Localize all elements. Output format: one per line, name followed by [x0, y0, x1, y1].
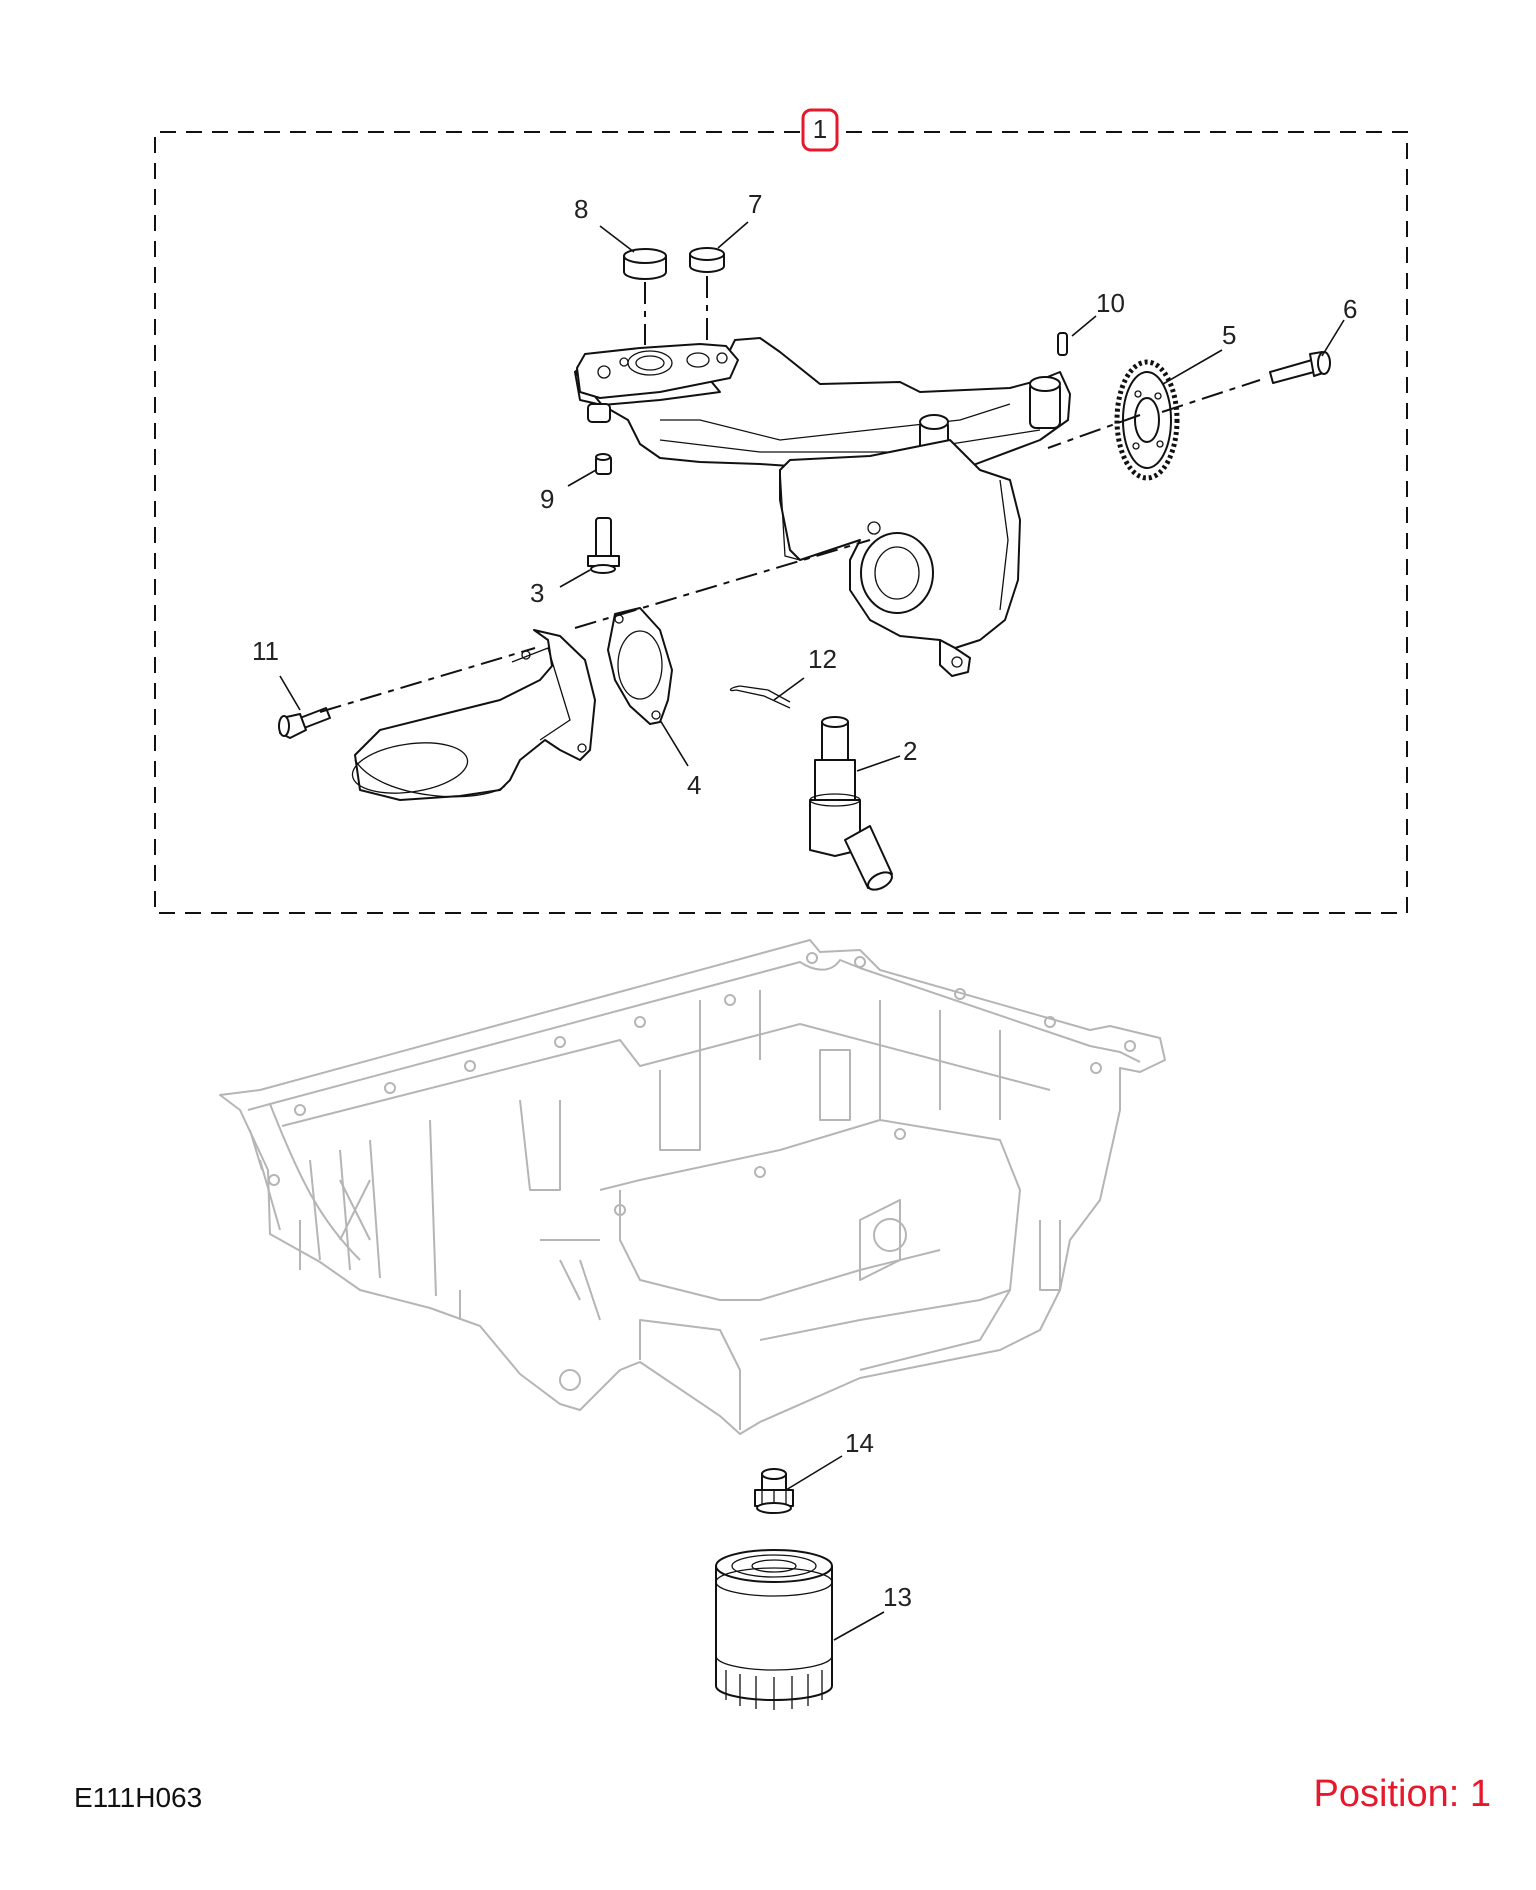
svg-text:11: 11 — [252, 636, 279, 666]
callout-11[interactable]: 11 — [252, 636, 301, 711]
oil-pan-bolt-holes — [268, 952, 1136, 1216]
part-10-dowel-pin[interactable] — [1057, 332, 1068, 356]
part-8-cup-seal[interactable] — [623, 248, 667, 345]
part-9-bush[interactable] — [595, 453, 612, 475]
position-label: Position: 1 — [1313, 1773, 1491, 1815]
callout-14[interactable]: 14 — [785, 1428, 874, 1491]
svg-text:5: 5 — [1222, 320, 1236, 350]
callout-9[interactable]: 9 — [540, 469, 597, 514]
part-3-bolt[interactable] — [587, 517, 620, 574]
part-14-drain-plug[interactable] — [754, 1468, 794, 1514]
part-11-bolt[interactable] — [278, 707, 331, 739]
part-2-valve[interactable] — [809, 716, 895, 893]
svg-text:10: 10 — [1096, 288, 1125, 318]
part-12-clip[interactable] — [729, 685, 791, 709]
callout-10[interactable]: 10 — [1071, 288, 1125, 337]
callout-7[interactable]: 7 — [717, 189, 762, 249]
part-5-sprocket[interactable] — [1047, 359, 1261, 481]
callout-6[interactable]: 6 — [1321, 294, 1357, 357]
part-4-gasket[interactable] — [607, 607, 673, 725]
svg-text:6: 6 — [1343, 294, 1357, 324]
callout-4[interactable]: 4 — [659, 719, 701, 800]
svg-text:3: 3 — [530, 578, 544, 608]
oil-pump-housing — [574, 337, 1071, 677]
svg-text:1: 1 — [813, 114, 827, 144]
assembly-axis-lines — [319, 539, 871, 713]
callout-3[interactable]: 3 — [530, 569, 591, 608]
assembly-boundary — [154, 131, 1408, 914]
svg-text:14: 14 — [845, 1428, 874, 1458]
callout-13[interactable]: 13 — [833, 1582, 912, 1641]
callout-12[interactable]: 12 — [773, 644, 837, 701]
svg-text:13: 13 — [883, 1582, 912, 1612]
svg-text:7: 7 — [748, 189, 762, 219]
oil-pan — [219, 939, 1166, 1435]
callout-5[interactable]: 5 — [1162, 320, 1236, 385]
svg-text:2: 2 — [903, 736, 917, 766]
part-6-sprocket-bolt[interactable] — [1269, 351, 1331, 384]
assembly-callout-1[interactable]: 1 — [801, 108, 839, 152]
callout-2[interactable]: 2 — [856, 736, 917, 772]
svg-text:12: 12 — [808, 644, 837, 674]
part-7-cup-seal[interactable] — [689, 247, 725, 342]
part-13-oil-filter[interactable] — [715, 1549, 833, 1710]
drawing-code: E111H063 — [74, 1782, 203, 1813]
callout-8[interactable]: 8 — [574, 194, 635, 253]
svg-text:4: 4 — [687, 770, 701, 800]
svg-text:8: 8 — [574, 194, 588, 224]
svg-text:9: 9 — [540, 484, 554, 514]
oil-pickup-pipe — [351, 629, 596, 801]
